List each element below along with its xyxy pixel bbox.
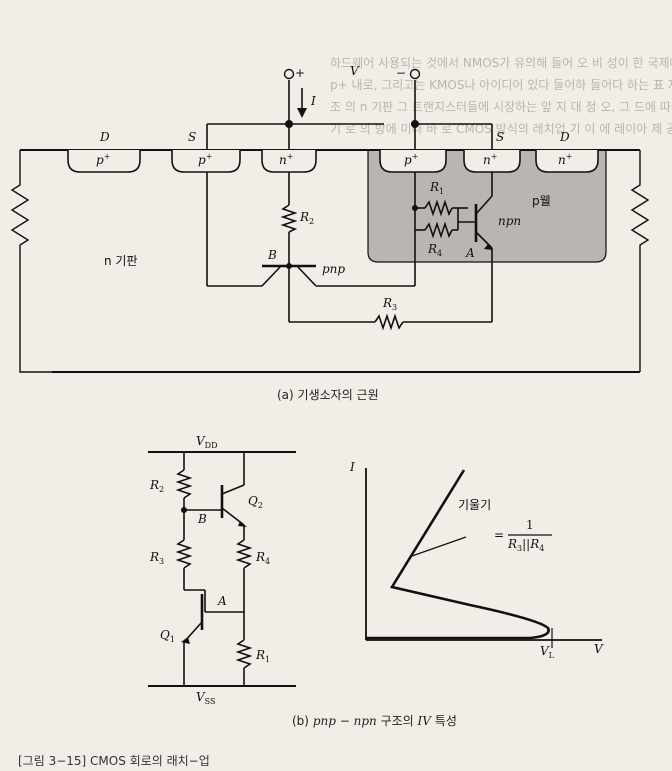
slope-equals: = — [494, 528, 505, 542]
vss-label: VSS — [196, 690, 216, 706]
n-plus-region-label: n+ — [558, 152, 573, 167]
source-label: S — [188, 130, 197, 144]
p-plus-region-label: p+ — [96, 152, 111, 167]
terminal-minus-label: − — [396, 66, 407, 80]
node-a-label: A — [218, 594, 227, 608]
q2-label: Q2 — [248, 494, 263, 510]
r3-label: R3 — [150, 550, 165, 566]
r1-label: R1 — [256, 648, 271, 664]
bleed-text-line: 하드웨어 사용되는 것에서 NMOS가 유의해 들어 오 비 성이 한 국제에 … — [330, 56, 672, 70]
r2-label: R2 — [300, 210, 315, 226]
vl-label: VL — [540, 644, 554, 660]
pnp-label: pnp — [322, 262, 346, 276]
p-well-label: p웰 — [532, 194, 551, 208]
r2-label: R2 — [150, 478, 165, 494]
r4-label: R4 — [256, 550, 271, 566]
terminal-plus-label: + — [295, 66, 306, 80]
graph-voltage-axis-label: V — [594, 642, 603, 656]
drain-label: D — [560, 130, 570, 144]
slope-label: 기울기 — [458, 498, 492, 512]
node-b-label: B — [268, 248, 277, 262]
vdd-label: VDD — [196, 434, 218, 450]
r4-label: R4 — [428, 242, 443, 258]
n-plus-region-label: n+ — [483, 152, 498, 167]
n-substrate-label: n 기판 — [104, 254, 138, 268]
p-plus-region-label: p+ — [198, 152, 213, 167]
figure-caption: [그림 3−15] CMOS 회로의 래치−업 — [18, 754, 210, 768]
graph-current-axis-label: I — [350, 460, 355, 474]
p-plus-region-label: p+ — [404, 152, 419, 167]
node-b-label: B — [198, 512, 207, 526]
r1-label: R1 — [430, 180, 445, 196]
current-label: I — [311, 94, 316, 108]
slope-denominator: R3||R4 — [508, 537, 545, 553]
source-label: S — [496, 130, 505, 144]
npn-label: npn — [498, 214, 522, 228]
q1-label: Q1 — [160, 628, 175, 644]
supply-voltage-label: V — [350, 64, 359, 78]
n-plus-region-label: n+ — [279, 152, 294, 167]
drain-label: D — [100, 130, 110, 144]
figure-b-caption: (b) pnp − npn 구조의 IV 특성 — [292, 714, 457, 728]
p-well-region — [367, 149, 607, 263]
slope-numerator: 1 — [526, 518, 534, 532]
r3-label: R3 — [383, 296, 398, 312]
figure-a-caption: (a) 기생소자의 근원 — [277, 388, 379, 402]
node-a-label: A — [466, 246, 475, 260]
